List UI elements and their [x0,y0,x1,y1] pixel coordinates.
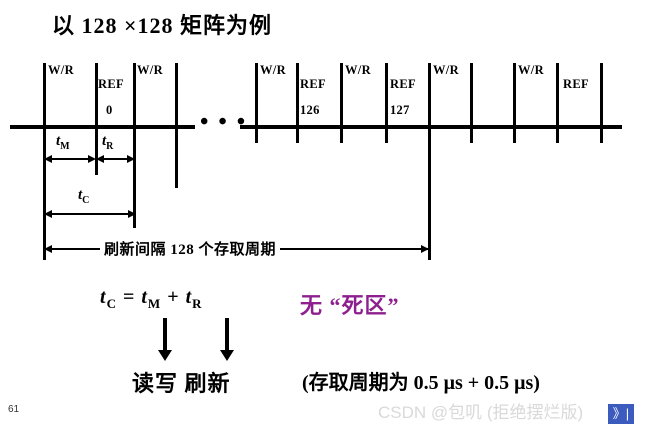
tick-below-10 [470,125,473,143]
tick-below-7 [340,125,343,143]
interval-arrow-right [421,245,429,253]
baseline-left [10,125,195,129]
cell-subtext: 127 [390,103,410,117]
tick-below-5 [255,125,258,143]
tick-below-12 [556,125,559,143]
tr-subscript: R [106,141,114,152]
tick-below-4 [175,125,178,188]
cell-text: W/R [137,63,163,77]
formula-plus: + [167,286,180,308]
tick-above-4 [175,63,178,126]
tc-arrow-right [128,210,136,218]
cell-text: REF [390,77,416,91]
tick-below-8 [385,125,388,143]
page-title: 以 128 ×128 矩阵为例 [52,13,273,38]
cell-label-wr-next: W/R [433,63,459,78]
cell-text: W/R [518,63,544,77]
tm-symbol: t [56,133,61,149]
label-tc: tC [78,187,89,206]
formula-equals: = [122,286,136,308]
cell-label-ref-127: REF [390,77,416,92]
watermark-badge: 》| [608,404,634,424]
tc-measure-line [46,213,133,215]
tick-above-12 [556,63,559,126]
tc-symbol: t [78,187,83,203]
tm-arrow-right [88,155,96,163]
tick-above-7 [340,63,343,126]
csdn-watermark: CSDN @包叽 (拒绝摆烂版) [378,403,584,422]
down-arrow-shaft-read-write [163,318,167,352]
cell-label-wr-127: W/R [345,63,371,78]
timing-diagram: W/R REF 0 W/R W/R REF 126 W/R REF 127 W/… [0,55,652,270]
dead-zone-annotation: 无 “死区” [300,293,400,318]
cell-text: W/R [48,63,74,77]
cell-sub-ref-126: 126 [300,103,320,118]
formula-tr-subscript: R [192,296,203,311]
cell-text: W/R [433,63,459,77]
tick-below-9 [428,125,431,260]
read-write-refresh-labels: 读写 刷新 [132,371,231,396]
cell-sub-ref-127: 127 [390,103,410,118]
cell-text: W/R [260,63,286,77]
tick-below-2 [95,125,98,175]
tick-above-13 [600,63,603,126]
tm-measure-line [46,158,93,160]
tr-symbol: t [102,133,107,149]
page-number: 61 [8,404,20,415]
tr-arrow-left [96,155,104,163]
tick-above-9 [428,63,431,126]
tick-below-1 [43,125,46,260]
formula-tc-subscript: C [106,296,117,311]
tick-below-3 [133,125,136,228]
cell-label-wr-126: W/R [260,63,286,78]
cell-subtext: 0 [106,103,113,117]
cell-sub-ref-0: 0 [106,103,113,118]
down-arrow-head-refresh [220,350,234,361]
cell-text: REF [300,77,326,91]
tick-below-6 [296,125,299,143]
tick-below-11 [513,125,516,143]
tm-arrow-left [44,155,52,163]
cell-label-wr-1: W/R [137,63,163,78]
tc-subscript: C [82,195,90,206]
cell-label-wr-0: W/R [48,63,74,78]
formula-tm-subscript: M [147,296,162,311]
ellipsis: • • • [200,109,248,135]
cell-text: W/R [345,63,371,77]
cell-text: REF [98,77,124,91]
formula-tc-symbol: t [100,286,107,308]
tick-above-1 [43,63,46,126]
label-tr: tR [102,133,113,152]
tick-above-8 [385,63,388,126]
tick-above-2 [95,63,98,126]
down-arrow-head-read-write [158,350,172,361]
refresh-interval-label: 刷新间隔 128 个存取周期 [100,238,281,259]
cell-label-ref-last: REF [563,77,589,92]
tr-arrow-right [127,155,135,163]
cell-text: REF [563,77,589,91]
interval-end-right [428,233,431,260]
tm-subscript: M [60,141,70,152]
tick-above-3 [133,63,136,126]
cell-subtext: 126 [300,103,320,117]
tr-measure-line [98,158,132,160]
formula-tc-equals-tm-plus-tr: tC = tM + tR [100,286,203,312]
cell-label-wr-last: W/R [518,63,544,78]
interval-arrow-left [44,245,52,253]
access-cycle-note: (存取周期为 0.5 μs + 0.5 μs) [302,372,540,394]
formula-tm-symbol: t [141,286,148,308]
cell-label-ref-0: REF [98,77,124,92]
tick-below-13 [600,125,603,143]
formula-tr-symbol: t [185,286,193,308]
tick-above-10 [470,63,473,126]
tick-above-11 [513,63,516,126]
cell-label-ref-126: REF [300,77,326,92]
baseline-right [240,125,622,129]
label-tm: tM [56,133,70,152]
tc-arrow-left [44,210,52,218]
tick-above-6 [296,63,299,126]
tick-above-5 [255,63,258,126]
down-arrow-shaft-refresh [225,318,229,352]
